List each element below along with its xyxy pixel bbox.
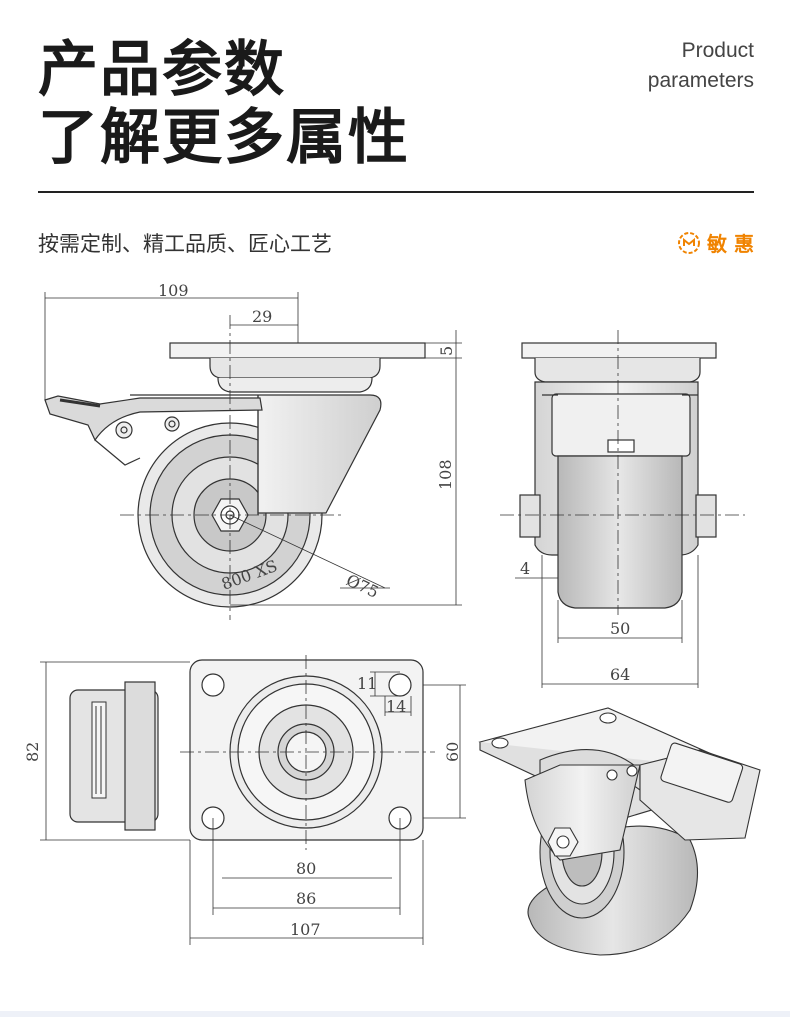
page-title-line1: 产品参数 <box>38 35 286 105</box>
header-divider <box>38 191 754 193</box>
top-view <box>69 659 424 841</box>
dim-108: 108 <box>436 459 455 490</box>
footer-band <box>0 1011 790 1017</box>
page-title-line2: 了解更多属性 <box>38 103 410 173</box>
dim-5: 5 <box>437 346 456 356</box>
dim-109: 109 <box>158 281 189 300</box>
top-dimension-lines <box>40 661 466 945</box>
side-center-lines <box>120 315 345 620</box>
dim-107: 107 <box>290 920 321 939</box>
technical-drawing: 800 XS 109 29 5 108 Ø75 <box>23 281 761 956</box>
side-dimension-lines <box>44 292 462 606</box>
dim-80: 80 <box>296 859 316 878</box>
dim-86: 86 <box>296 889 316 908</box>
front-center-lines <box>500 330 745 615</box>
english-title-line1: Product <box>681 39 754 62</box>
front-dimension-lines <box>515 555 699 688</box>
side-view <box>44 342 426 608</box>
brand-logo: 敏 惠 <box>677 228 754 257</box>
dim-4: 4 <box>520 559 530 578</box>
dim-11: 11 <box>357 674 377 693</box>
top-center-lines <box>180 655 435 850</box>
brand-name: 敏 惠 <box>707 232 754 256</box>
dim-64: 64 <box>610 665 630 684</box>
dim-14: 14 <box>386 697 406 716</box>
brand-logo-icon <box>678 231 701 254</box>
dim-diameter-75: Ø75 <box>343 570 381 601</box>
subtitle: 按需定制、精工品质、匠心工艺 <box>38 232 332 256</box>
english-title-line2: parameters <box>647 69 754 92</box>
dim-50: 50 <box>610 619 630 638</box>
dim-82: 82 <box>23 742 42 762</box>
dim-60: 60 <box>443 742 462 762</box>
dim-29: 29 <box>252 307 272 326</box>
front-view <box>519 342 717 609</box>
isometric-view <box>478 707 761 956</box>
